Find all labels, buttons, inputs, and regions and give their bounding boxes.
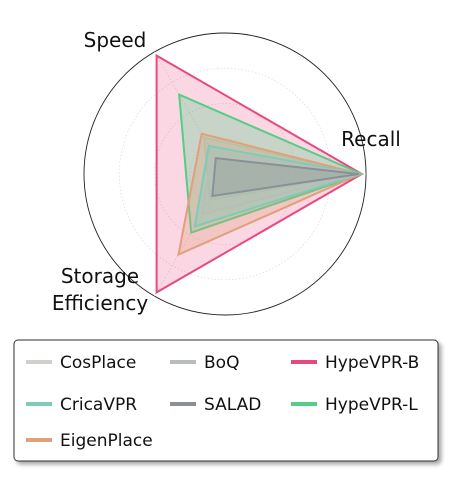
series-hypevpr-b [155, 53, 364, 295]
legend-label: CosPlace [60, 353, 136, 373]
series-boq [200, 150, 360, 216]
legend-label: HypeVPR-B [325, 353, 419, 373]
radar-spoke-storage [154, 173, 226, 297]
radar-grid [83, 32, 367, 316]
legend-label: EigenPlace [60, 431, 153, 451]
legend-label: BoQ [204, 353, 239, 373]
axis-label-recall: Recall [341, 127, 401, 151]
legend-label: SALAD [204, 395, 261, 415]
legend-box [13, 339, 439, 462]
series-eigenplace [177, 132, 364, 257]
axis-label-speed: Speed [84, 28, 147, 52]
series-salad [211, 156, 360, 198]
radar-spoke-speed [154, 51, 226, 175]
radar-series [155, 53, 365, 295]
legend-label: HypeVPR-L [325, 395, 418, 415]
legend-label: CricaVPR [60, 395, 137, 415]
